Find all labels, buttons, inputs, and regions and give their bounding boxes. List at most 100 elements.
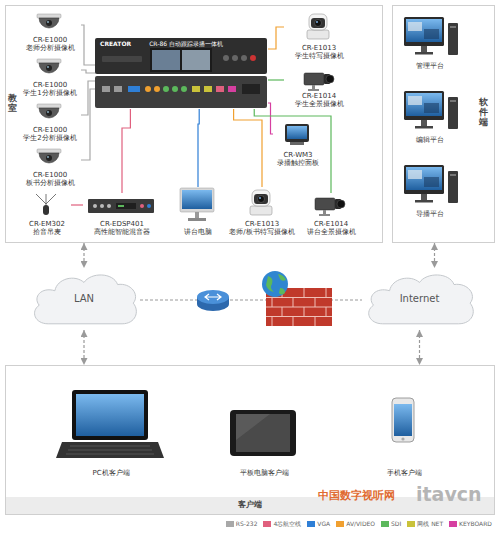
device-label: CR-E1014 (302, 92, 336, 100)
network-link (83, 330, 84, 365)
dome-camera (37, 104, 61, 118)
device: CR-E1000老师分析摄像机 (19, 13, 81, 53)
legend-text: 4芯航空线 (273, 520, 301, 528)
dome-camera (37, 149, 61, 163)
region-panel: 教室CREATORCR-86 自动跟踪录播一体机CR-E1000老师分析摄像机C… (5, 5, 383, 243)
recorder-drawing (154, 86, 160, 92)
podium-pc (180, 188, 214, 212)
device-label: 高性能智能混音器 (94, 228, 150, 236)
device: CR-EM302拾音吊麦 (23, 193, 71, 237)
device-label: 板书分析摄像机 (26, 179, 75, 187)
device-label: CR-WM3 (283, 151, 312, 159)
ptz-camera (307, 14, 329, 39)
device: CR-EDSP401高性能智能混音器 (83, 193, 161, 237)
cloud-shape (369, 275, 474, 324)
mixer (88, 199, 154, 213)
dome-camera (37, 14, 61, 28)
device-label: 手机客户端 (387, 469, 422, 477)
legend-swatch (226, 521, 234, 527)
legend-text: AV/VIDEO (346, 520, 375, 528)
legend-swatch (336, 521, 344, 527)
device: PC机客户端 (56, 386, 166, 478)
device-label: 讲台电脑 (184, 228, 212, 236)
laptop (56, 442, 164, 458)
device-label: CR-E1000 (33, 171, 67, 179)
device-label: 拾音吊麦 (33, 228, 61, 236)
laptop (72, 390, 148, 440)
watermark: 中国数字视听网 (318, 489, 395, 503)
recorder-drawing (95, 38, 267, 108)
device-label: CR-E1013 (302, 44, 336, 52)
legend: RS-2324芯航空线VGAAV/VIDEOSDI网线 NETKEYBOARD (220, 520, 492, 528)
hanging-mic (36, 194, 56, 206)
firewall (266, 274, 286, 295)
network-link (434, 243, 435, 268)
legend-swatch (307, 521, 315, 527)
recorder-drawing (102, 56, 142, 62)
recorder-drawing (228, 86, 236, 92)
cloud-label: Internet (400, 293, 440, 305)
device-label: 学生1分析摄像机 (23, 89, 76, 97)
signal-wire (268, 103, 273, 134)
region-label: 客户端 (238, 500, 262, 510)
device: 管理平台 (399, 15, 461, 71)
device: CR-WM3录播触控面板 (273, 123, 323, 168)
device-label: 学生2分析摄像机 (23, 134, 76, 142)
device: CR-E1013学生特写摄像机 (284, 11, 354, 61)
tablet (230, 410, 296, 456)
recorder-drawing (182, 50, 210, 70)
laptop (56, 390, 164, 458)
box-camera (304, 73, 334, 91)
signal-wire (254, 109, 331, 193)
device: CR-E1014学生全景摄像机 (284, 67, 354, 109)
signal-wire (234, 109, 262, 187)
device-label: PC机客户端 (92, 469, 129, 477)
touch-panel (285, 124, 309, 142)
firewall (262, 271, 288, 297)
tablet (236, 414, 290, 452)
mixer (88, 199, 154, 213)
device-label: CR-86 自动跟踪录播一体机 (149, 40, 223, 47)
device-label: 管理平台 (416, 62, 444, 70)
laptop (76, 394, 144, 436)
recorder-drawing (232, 55, 238, 61)
signal-wire (268, 79, 284, 80)
device: CR-E1000学生1分析摄像机 (19, 58, 81, 98)
workstation (404, 17, 458, 55)
mixer (118, 205, 124, 207)
recorder-drawing (241, 55, 247, 61)
podium-pc (182, 190, 212, 209)
legend-text: VGA (317, 520, 330, 528)
mixer (93, 204, 97, 208)
recorder-drawing (242, 84, 260, 94)
recorder-drawing (181, 86, 187, 92)
device-label: CR-E1000 (33, 36, 67, 44)
recorder-drawing (95, 38, 267, 74)
device-label: CR-E1000 (33, 81, 67, 89)
podium-pc (188, 218, 206, 221)
recorder-unit: CREATORCR-86 自动跟踪录播一体机 (96, 39, 268, 109)
device: 手机客户端 (379, 396, 429, 478)
device: 导播平台 (399, 163, 461, 219)
laptop (66, 446, 154, 454)
signal-wire (81, 81, 96, 115)
legend-swatch (407, 521, 415, 527)
device: 讲台电脑 (173, 187, 223, 237)
box-camera (315, 198, 345, 216)
legend-text: 网线 NET (417, 520, 443, 528)
mixer (116, 203, 136, 209)
legend-text: KEYBOARD (459, 520, 492, 528)
network-link (419, 330, 420, 365)
recorder-drawing (150, 48, 212, 72)
tablet (236, 414, 270, 440)
device-label: 老师分析摄像机 (26, 44, 75, 52)
device-label: 学生全景摄像机 (295, 100, 344, 108)
hanging-mic (36, 194, 56, 215)
watermark: itavcn (416, 483, 482, 505)
device-label: 编辑平台 (416, 136, 444, 144)
device-label: 平板电脑客户端 (240, 469, 289, 477)
ptz-camera (250, 190, 272, 215)
recorder-drawing (102, 86, 110, 92)
tablet (230, 410, 296, 456)
